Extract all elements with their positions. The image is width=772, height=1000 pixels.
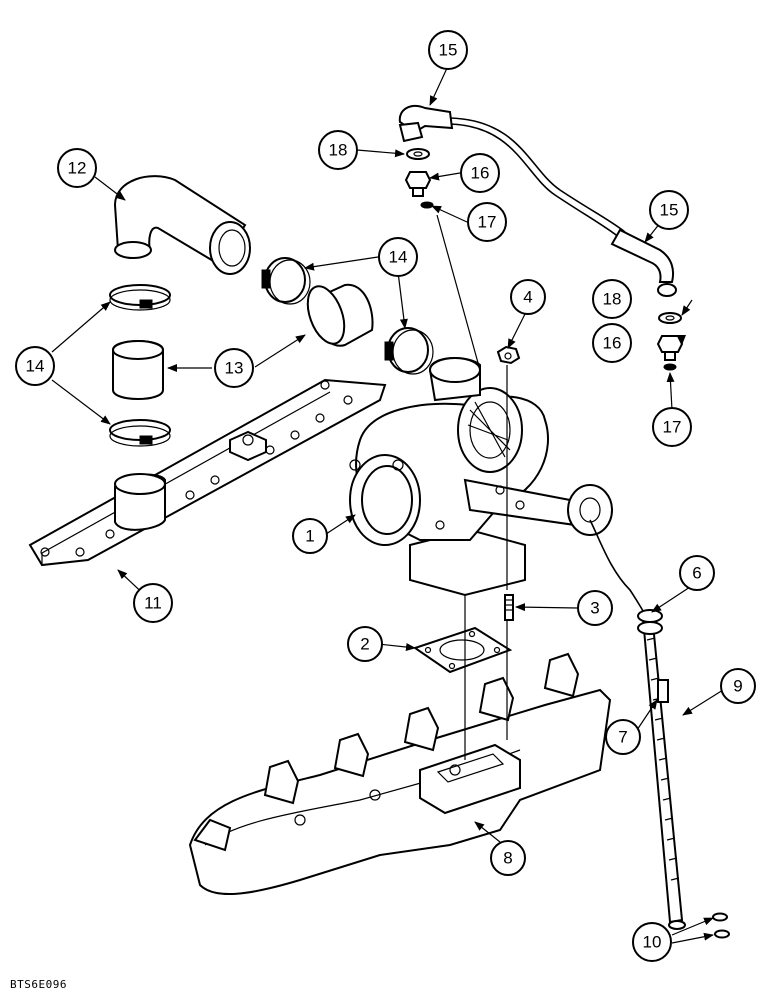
stud bbox=[504, 594, 514, 621]
orings-10 bbox=[712, 912, 730, 939]
oil-drain-tube bbox=[589, 519, 686, 930]
callout-3: 3 bbox=[577, 590, 613, 626]
fitting-16-right bbox=[656, 335, 684, 361]
callout-15-right: 15 bbox=[649, 190, 689, 230]
oring-17-left bbox=[420, 201, 434, 209]
svg-text:7: 7 bbox=[618, 728, 627, 747]
hose-lower bbox=[112, 340, 164, 400]
svg-text:2: 2 bbox=[360, 635, 369, 654]
callout-16-right: 16 bbox=[592, 323, 632, 363]
svg-text:16: 16 bbox=[471, 164, 490, 183]
intake-manifold bbox=[28, 378, 387, 567]
oil-supply-line bbox=[398, 104, 677, 297]
assembly-lines bbox=[436, 214, 508, 760]
clamp-left-upper bbox=[109, 284, 171, 311]
callout-7: 7 bbox=[605, 719, 641, 755]
svg-text:8: 8 bbox=[503, 849, 512, 868]
washer-18-left bbox=[406, 148, 430, 160]
oring-17-right bbox=[663, 363, 677, 371]
svg-text:3: 3 bbox=[590, 599, 599, 618]
svg-text:1: 1 bbox=[305, 527, 314, 546]
callout-11: 11 bbox=[133, 583, 173, 623]
callout-15-top: 15 bbox=[428, 30, 468, 70]
svg-text:18: 18 bbox=[329, 141, 348, 160]
callout-14-left: 14 bbox=[15, 346, 55, 386]
callout-10: 10 bbox=[632, 922, 672, 962]
clamp-right-lower bbox=[384, 327, 434, 375]
callout-16-left: 16 bbox=[460, 153, 500, 193]
svg-text:6: 6 bbox=[692, 564, 701, 583]
svg-text:17: 17 bbox=[663, 418, 682, 437]
svg-text:10: 10 bbox=[643, 933, 662, 952]
svg-text:4: 4 bbox=[523, 288, 532, 307]
washer-18-right bbox=[658, 312, 682, 324]
callout-13: 13 bbox=[214, 348, 254, 388]
fitting-16-left bbox=[404, 171, 432, 197]
elbow-tube bbox=[113, 175, 251, 275]
hose-upper bbox=[306, 283, 374, 347]
svg-text:17: 17 bbox=[478, 213, 497, 232]
callout-17-right: 17 bbox=[652, 407, 692, 447]
turbocharger bbox=[349, 357, 613, 597]
callout-4: 4 bbox=[510, 279, 546, 315]
svg-text:16: 16 bbox=[603, 334, 622, 353]
callout-18-right: 18 bbox=[592, 279, 632, 319]
callout-12: 12 bbox=[57, 148, 97, 188]
clamp-right-upper bbox=[261, 257, 311, 305]
callout-8: 8 bbox=[490, 840, 526, 876]
callout-17-left: 17 bbox=[467, 202, 507, 242]
svg-text:11: 11 bbox=[144, 594, 162, 613]
callout-18-left: 18 bbox=[318, 130, 358, 170]
svg-text:9: 9 bbox=[733, 677, 742, 696]
svg-text:13: 13 bbox=[225, 359, 244, 378]
gasket bbox=[412, 626, 513, 674]
svg-text:18: 18 bbox=[603, 290, 622, 309]
nut bbox=[496, 345, 521, 590]
clamp-left-lower bbox=[109, 419, 171, 447]
callout-6: 6 bbox=[679, 555, 715, 591]
svg-text:12: 12 bbox=[68, 159, 87, 178]
svg-text:14: 14 bbox=[389, 248, 408, 267]
callout-14-right: 14 bbox=[378, 237, 418, 277]
svg-text:15: 15 bbox=[439, 41, 458, 60]
exhaust-manifold bbox=[188, 652, 612, 895]
callout-2: 2 bbox=[347, 626, 383, 662]
callout-1: 1 bbox=[292, 518, 328, 554]
svg-text:15: 15 bbox=[660, 201, 679, 220]
callout-9: 9 bbox=[720, 668, 756, 704]
figure-code: BTS6E096 bbox=[10, 978, 67, 991]
svg-text:14: 14 bbox=[26, 357, 45, 376]
